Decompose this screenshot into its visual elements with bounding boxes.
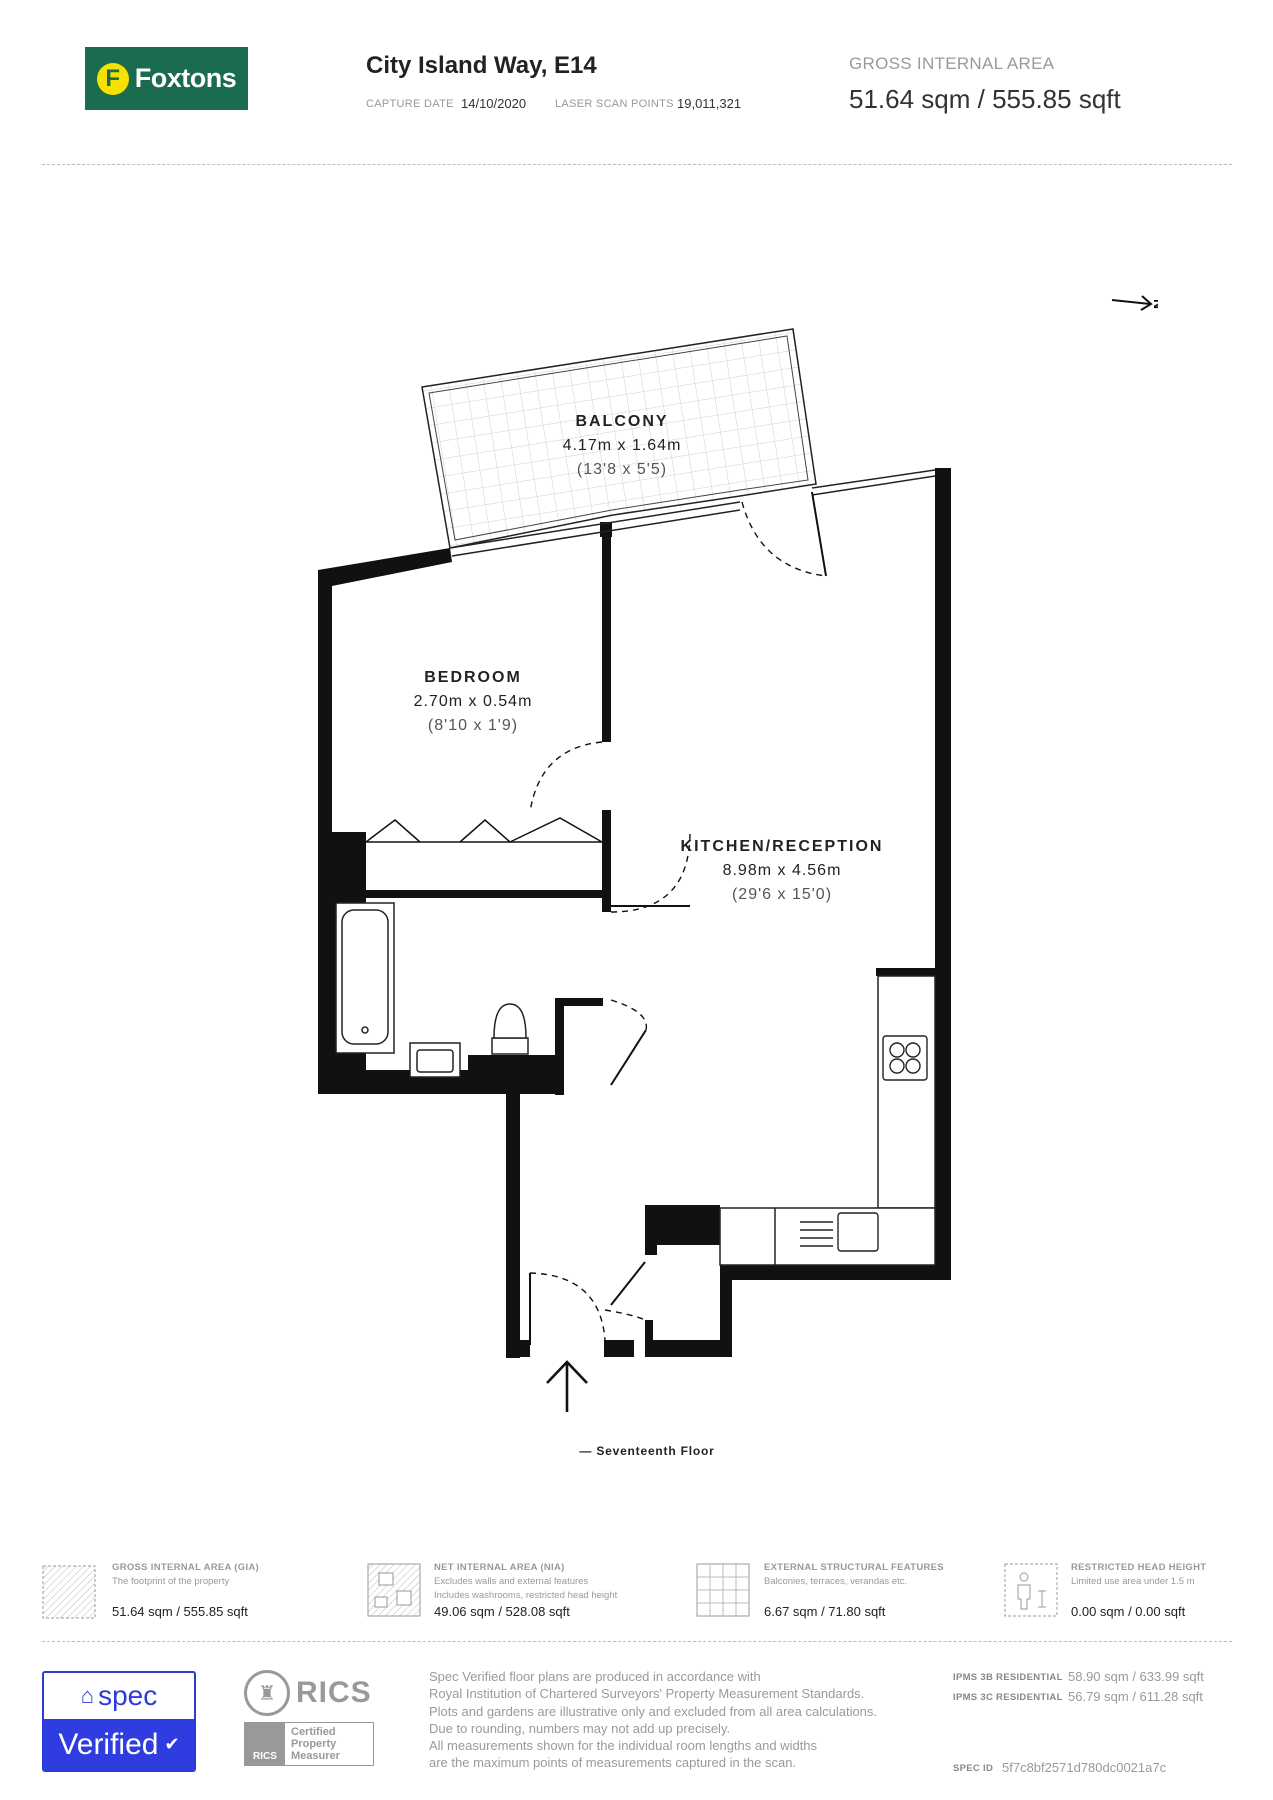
wc-icon [491,1003,529,1055]
capture-date-value: 14/10/2020 [461,96,527,111]
capture-date-label: CAPTURE DATE [366,98,454,110]
grid-icon [696,1563,750,1617]
scan-points-label: LASER SCAN POINTS [555,98,674,110]
legend-rhh-value: 0.00 sqm / 0.00 sqft [1071,1604,1186,1619]
balcony-windows [449,469,936,557]
header-divider [42,164,1232,165]
legend-nia-title: NET INTERNAL AREA (NIA) [434,1562,565,1573]
scan-points-value: 19,011,321 [677,96,742,111]
rics-lion-icon: ♜ [244,1670,290,1716]
north-label: N [1151,299,1158,309]
floor-plan: BALCONY 4.17m x 1.64m (13'8 x 5'5) BEDRO… [318,328,951,1458]
legend-rhh-desc: Limited use area under 1.5 m [1071,1576,1195,1587]
check-circle-icon: ✔ [164,1734,180,1754]
bedroom-name: BEDROOM [424,669,522,686]
bedroom-metric: 2.70m x 0.54m [414,693,533,710]
wardrobe-doors [365,817,603,843]
ipms-3c-value: 56.79 sqm / 611.28 sqft [1068,1689,1203,1704]
legend-rhh-title: RESTRICTED HEAD HEIGHT [1071,1562,1207,1573]
spec-wordmark: spec [98,1680,158,1711]
ipms-3b-value: 58.90 sqm / 633.99 sqft [1068,1669,1204,1684]
legend-ext-value: 6.67 sqm / 71.80 sqft [764,1604,886,1619]
spec-id-value: 5f7c8bf2571d780dc0021a7c [1002,1760,1167,1775]
disclaimer: Spec Verified floor plans are produced i… [429,1668,929,1772]
balcony-name: BALCONY [575,413,668,430]
legend-gia-desc: The footprint of the property [112,1576,230,1587]
foxtons-logo: F Foxtons [85,47,248,110]
balcony-metric: 4.17m x 1.64m [563,437,682,454]
rics-cert-line2: Property [291,1738,337,1750]
legend-nia-desc1: Excludes walls and external features [434,1576,589,1587]
spec-verified-badge: ⌂ spec Verified ✔ [42,1671,196,1772]
kitchen-imperial: (29'6 x 15'0) [732,886,832,903]
logo-name: Foxtons [134,63,237,93]
sink-icon [800,1212,879,1252]
nia-hatch-icon [367,1563,421,1617]
rics-small-mark: RICS [245,1723,285,1765]
gia-hatch-icon [42,1565,96,1619]
person-height-icon [1004,1563,1058,1617]
hob-icon [882,1035,928,1081]
spec-verified-text: Verified [58,1727,159,1761]
ipms-3c-label: IPMS 3C RESIDENTIAL [953,1692,1063,1703]
footer-divider [42,1641,1232,1642]
legend-gia-value: 51.64 sqm / 555.85 sqft [112,1604,248,1619]
rics-cert-line1: Certified [291,1726,336,1738]
legend-nia-desc2: Includes washrooms, restricted head heig… [434,1590,618,1601]
floor-label: — Seventeenth Floor [579,1444,714,1458]
bedroom-imperial: (8'10 x 1'9) [428,717,518,734]
rics-cert-line3: Measurer [291,1750,340,1762]
legend-ext-title: EXTERNAL STRUCTURAL FEATURES [764,1562,944,1573]
kitchen-counter [719,975,936,1266]
kitchen-metric: 8.98m x 4.56m [723,862,842,879]
disclaimer-line: All measurements shown for the individua… [429,1738,818,1754]
legend-nia-value: 49.06 sqm / 528.08 sqft [434,1604,570,1619]
ipms-3b-label: IPMS 3B RESIDENTIAL [953,1672,1063,1683]
rics-wordmark: RICS [296,1676,372,1709]
gia-header-label: GROSS INTERNAL AREA [849,54,1055,73]
kitchen-name: KITCHEN/RECEPTION [681,838,884,855]
legend-ext-desc: Balconies, terraces, verandas etc. [764,1576,908,1587]
spec-house-icon: ⌂ [80,1683,95,1708]
page-title: City Island Way, E14 [366,52,597,79]
door-swings [529,491,827,1341]
gia-header-value: 51.64 sqm / 555.85 sqft [849,84,1121,114]
door-leaves [529,905,690,1345]
bathtub-icon [335,902,395,1054]
legend-gia-title: GROSS INTERNAL AREA (GIA) [112,1562,260,1573]
balcony-imperial: (13'8 x 5'5) [577,461,667,478]
basin-icon [409,1042,461,1078]
disclaimer-line: are the maximum points of measurements c… [429,1755,797,1771]
disclaimer-line: Due to rounding, numbers may not add up … [429,1720,731,1736]
disclaimer-line: Plots and gardens are illustrative only … [429,1703,878,1719]
spec-id-label: SPEC ID [953,1763,994,1774]
disclaimer-line: Royal Institution of Chartered Surveyors… [429,1686,865,1702]
logo-mark: F [96,62,129,95]
disclaimer-line: Spec Verified floor plans are produced i… [429,1669,761,1684]
entrance-arrow-icon [546,1360,588,1412]
north-arrow-icon: N [1111,295,1158,311]
rics-logo: ♜ RICS RICS Certified Property Measurer [244,1670,374,1766]
